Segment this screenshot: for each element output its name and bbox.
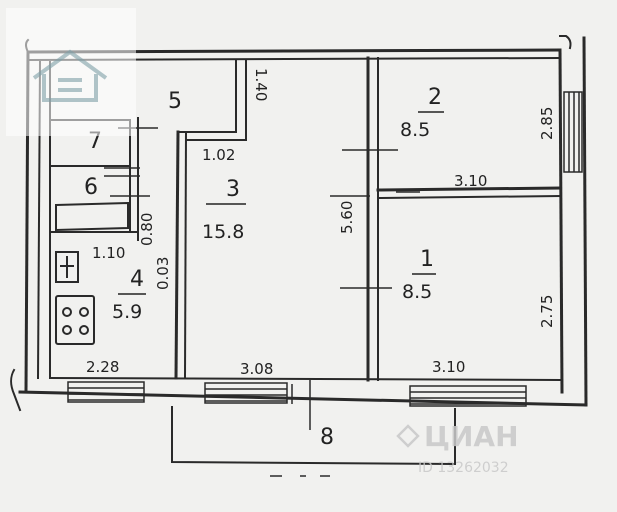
room-6-number: 6 — [84, 175, 98, 200]
wall-4-3 — [174, 130, 180, 380]
window-kitchen — [67, 381, 145, 403]
dim-3-10-bottom: 3.10 — [432, 358, 465, 376]
room-3-number: 3 — [226, 177, 240, 202]
room-2-area: 8.5 — [400, 119, 430, 141]
window-room-3 — [204, 382, 288, 404]
dimension-labels: 1.40 1.02 5.60 2.85 3.10 2.75 1.10 0.03 … — [86, 68, 556, 378]
room-1-number: 1 — [420, 247, 434, 272]
outer-wall-right-outer — [582, 36, 588, 407]
room-1-area: 8.5 — [402, 281, 432, 303]
dim-0-80: 0.80 — [138, 213, 156, 246]
dim-2-85: 2.85 — [538, 107, 556, 140]
outer-wall-right — [558, 48, 564, 394]
dimension-lines — [104, 127, 420, 289]
dim-1-10: 1.10 — [92, 244, 125, 262]
wall-1-2 — [376, 186, 562, 192]
cian-watermark: ЦИАН ID 13262032 — [396, 420, 519, 476]
room-5-number: 5 — [168, 89, 182, 114]
balcony — [171, 380, 456, 477]
dim-5-60: 5.60 — [338, 201, 356, 234]
window-room-1 — [409, 385, 527, 407]
wall-corridor-top — [179, 59, 237, 133]
wall-4-3-inner — [183, 130, 188, 380]
stove-icon — [55, 295, 95, 345]
wall-break-top-right — [559, 35, 572, 50]
dim-1-40: 1.40 — [252, 68, 270, 101]
cian-brand-text: ЦИАН — [424, 420, 519, 453]
room-8-number: 8 — [320, 425, 334, 450]
room-4-area: 5.9 — [112, 301, 142, 323]
outer-wall-bottom-inner — [48, 376, 562, 382]
dim-0-03: 0.03 — [154, 257, 172, 290]
cian-listing-id: ID 13262032 — [418, 460, 509, 476]
kitchen-fixtures — [55, 251, 95, 345]
room-3-area: 15.8 — [202, 221, 244, 243]
house-logo-icon — [32, 49, 108, 102]
wall-break-bottom-left — [10, 368, 22, 412]
watermark-logo — [6, 8, 136, 136]
dim-1-02: 1.02 — [202, 146, 235, 164]
dim-2-75: 2.75 — [538, 295, 556, 328]
room-2-number: 2 — [428, 85, 442, 110]
dim-2-28: 2.28 — [86, 358, 119, 376]
wall-1-2-inner — [376, 194, 562, 200]
window-room-2 — [563, 91, 583, 173]
cian-logo-icon — [396, 424, 420, 448]
room-4-number: 4 — [130, 267, 144, 292]
bathtub-outline — [55, 201, 129, 232]
wall-corridor-inner — [185, 59, 247, 141]
dim-3-10-mid: 3.10 — [454, 172, 487, 190]
sink-icon — [55, 251, 79, 283]
windows — [67, 91, 583, 407]
dim-3-08: 3.08 — [240, 360, 273, 378]
